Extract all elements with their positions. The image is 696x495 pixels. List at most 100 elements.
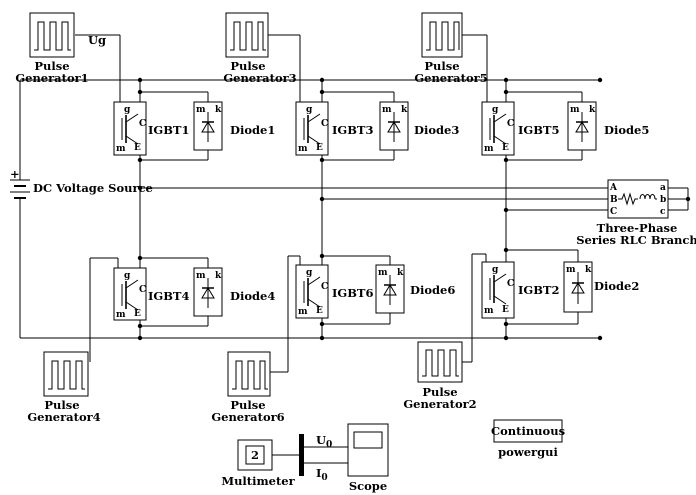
diode-2[interactable]: m k Diode2 (563, 261, 639, 313)
pg2-label-1: Pulse (422, 385, 457, 399)
igbt6-g: g (306, 268, 313, 278)
signal-i-label: I0 (316, 466, 328, 483)
igbt5-label: IGBT5 (518, 123, 559, 137)
igbt-4[interactable]: g m C E IGBT4 (113, 267, 189, 321)
diode6-label: Diode6 (410, 283, 455, 297)
igbt-3[interactable]: g m C E IGBT3 (295, 101, 373, 156)
igbt2-e: E (502, 305, 509, 315)
igbt1-e: E (134, 143, 141, 153)
pulse-generator-3[interactable]: Pulse Generator3 (223, 12, 297, 85)
diode1-k: k (215, 105, 222, 115)
scope-block[interactable]: Scope (347, 423, 389, 493)
powergui-label: powergui (498, 445, 558, 459)
igbt4-g: g (124, 271, 131, 281)
diode-4[interactable]: m k Diode4 (193, 267, 275, 317)
mux-bar[interactable] (299, 434, 304, 476)
wires (19, 34, 689, 464)
scope-label: Scope (349, 479, 387, 493)
diode6-k: k (397, 268, 404, 278)
igbt3-label: IGBT3 (332, 123, 373, 137)
diode2-label: Diode2 (594, 279, 639, 293)
pg4-label-1: Pulse (44, 398, 79, 412)
diode4-label: Diode4 (230, 289, 275, 303)
load-port-a-out: a (660, 183, 666, 193)
load-port-b-out: b (660, 195, 666, 205)
pg1-label-2: Generator1 (15, 71, 88, 85)
diode3-m: m (382, 105, 392, 115)
diode1-m: m (196, 105, 206, 115)
pg2-label-2: Generator2 (403, 397, 476, 411)
igbt4-label: IGBT4 (148, 289, 189, 303)
junction-dots (137, 77, 691, 341)
load-port-c-in: C (610, 207, 617, 217)
multimeter-block[interactable]: 2 Multimeter (221, 439, 296, 488)
diode3-k: k (401, 105, 408, 115)
pg1-label-1: Pulse (34, 59, 69, 73)
diode5-m: m (570, 105, 580, 115)
diode2-m: m (566, 265, 576, 275)
diode6-m: m (378, 268, 388, 278)
pg3-label-2: Generator3 (223, 71, 296, 85)
diode1-label: Diode1 (230, 123, 275, 137)
igbt-1[interactable]: g m C E IGBT1 (113, 101, 189, 156)
load-label-2: Series RLC Branch (576, 233, 696, 247)
igbt3-g: g (306, 105, 313, 115)
pg5-label-2: Generator5 (414, 71, 487, 85)
pulse-generator-4[interactable]: Pulse Generator4 (27, 351, 101, 424)
igbt2-c: C (507, 279, 514, 289)
igbt3-m: m (298, 144, 308, 154)
igbt4-m: m (116, 310, 126, 320)
igbt2-g: g (492, 265, 499, 275)
diode-6[interactable]: m k Diode6 (375, 264, 455, 314)
multimeter-label: Multimeter (221, 474, 295, 488)
load-port-a-in: A (609, 183, 618, 193)
igbt1-label: IGBT1 (148, 123, 189, 137)
igbt1-c: C (139, 119, 146, 129)
diode-1[interactable]: m k Diode1 (193, 101, 275, 151)
igbt3-e: E (316, 143, 323, 153)
igbt6-c: C (321, 282, 328, 292)
dc-voltage-source[interactable]: + DC Voltage Source (10, 167, 153, 200)
load-port-c-out: c (660, 207, 666, 217)
diode-5[interactable]: m k Diode5 (567, 101, 649, 151)
powergui-block[interactable]: Continuous powergui (491, 419, 565, 459)
pulse-generator-2[interactable]: Pulse Generator2 (403, 341, 477, 411)
pg6-label-1: Pulse (230, 398, 265, 412)
pg6-label-2: Generator6 (211, 410, 284, 424)
ug-label: Ug (88, 33, 106, 47)
diode5-k: k (589, 105, 596, 115)
diode4-m: m (196, 271, 206, 281)
igbt5-c: C (507, 119, 514, 129)
pg5-label-1: Pulse (424, 59, 459, 73)
signal-labels: U0 I0 (316, 433, 332, 483)
igbt2-label: IGBT2 (518, 283, 559, 297)
pg4-label-2: Generator4 (27, 410, 100, 424)
pulse-generator-5[interactable]: Pulse Generator5 (414, 12, 488, 85)
igbt6-label: IGBT6 (332, 286, 373, 300)
diode-3[interactable]: m k Diode3 (379, 101, 459, 151)
pulse-generator-1[interactable]: Pulse Generator1 (15, 12, 89, 85)
signal-u-label: U0 (316, 433, 332, 450)
load-label-1: Three-Phase (597, 221, 678, 235)
diode2-k: k (585, 265, 592, 275)
powergui-mode: Continuous (491, 424, 565, 438)
multimeter-value: 2 (251, 448, 259, 462)
igbt4-c: C (139, 285, 146, 295)
igbt5-g: g (492, 105, 499, 115)
load-port-b-in: B (610, 195, 618, 205)
igbt1-g: g (124, 105, 131, 115)
igbt1-m: m (116, 144, 126, 154)
dc-plus-label: + (10, 167, 20, 181)
dc-source-label: DC Voltage Source (33, 181, 153, 195)
three-phase-rlc-branch[interactable]: A B C a b c Three-Phase Series RLC Branc… (576, 179, 696, 247)
igbt3-c: C (321, 119, 328, 129)
igbt-6[interactable]: g m C E IGBT6 (295, 264, 373, 319)
pulse-generator-6[interactable]: Pulse Generator6 (211, 351, 285, 424)
igbt5-m: m (484, 144, 494, 154)
diode5-label: Diode5 (604, 123, 649, 137)
igbt6-m: m (298, 307, 308, 317)
igbt-2[interactable]: g m C E IGBT2 (481, 261, 559, 319)
igbt5-e: E (502, 143, 509, 153)
igbt-5[interactable]: g m C E IGBT5 (481, 101, 559, 156)
